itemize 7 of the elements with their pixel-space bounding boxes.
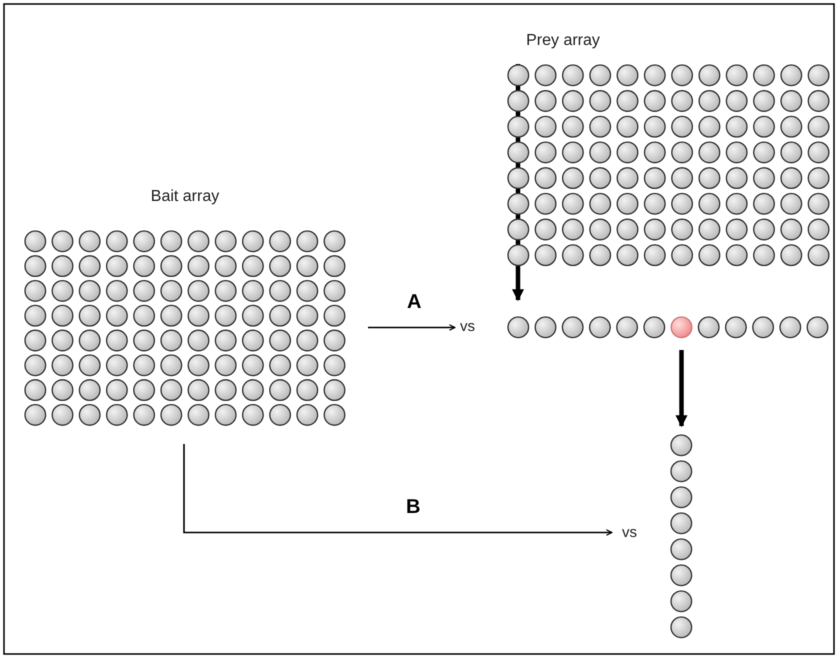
versus-label: vs — [460, 318, 475, 335]
array-title: Bait array — [150, 188, 220, 206]
array-title: Prey array — [525, 32, 601, 50]
arrow — [368, 324, 456, 331]
arrow — [676, 350, 688, 428]
arrow — [183, 444, 613, 536]
versus-label: vs — [622, 524, 637, 541]
